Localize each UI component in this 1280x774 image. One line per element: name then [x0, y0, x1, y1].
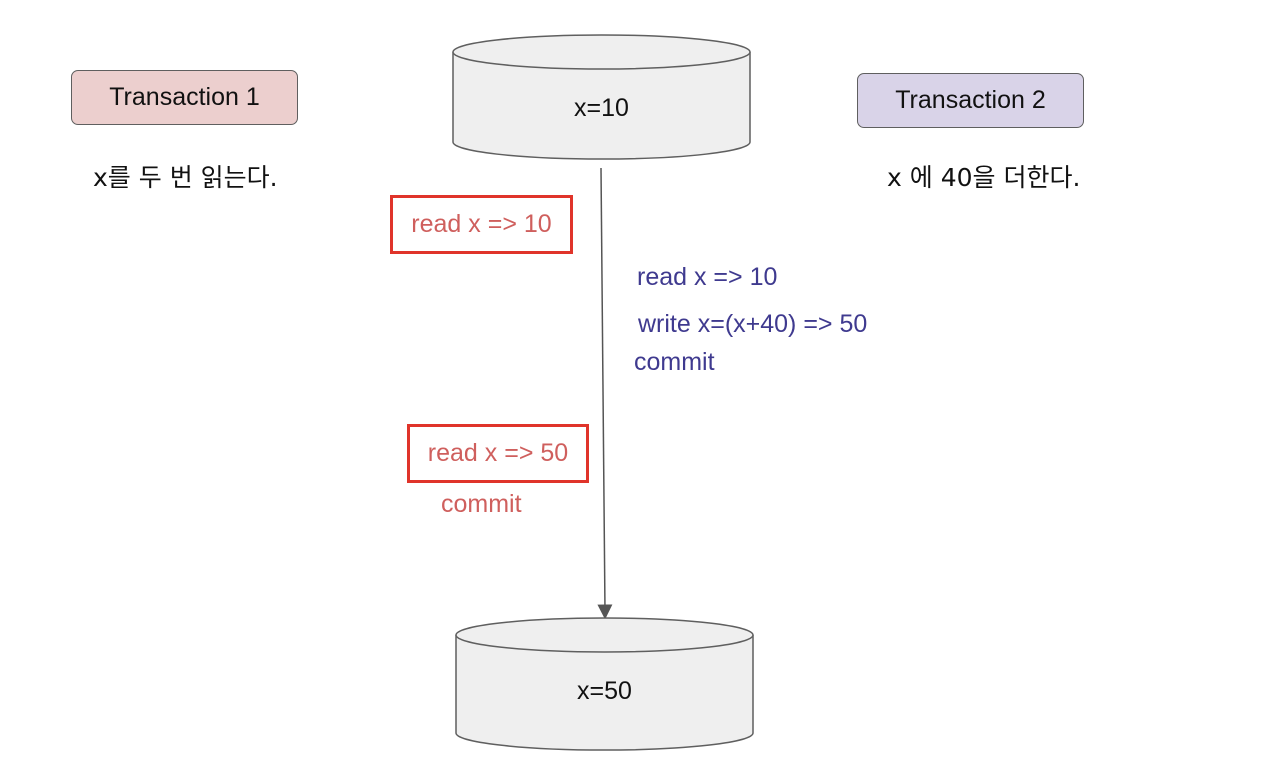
timeline-arrow [597, 167, 613, 620]
transaction1-commit: commit [441, 490, 522, 518]
transaction1-description: x를 두 번 읽는다. [93, 163, 278, 192]
database-initial-label: x=10 [574, 94, 629, 122]
transaction1-second-read-highlight: read x => 50 [407, 424, 589, 483]
transaction2-read: read x => 10 [637, 263, 778, 291]
transaction2-write: write x=(x+40) => 50 [638, 310, 868, 338]
transaction2-box: Transaction 2 [857, 73, 1084, 128]
transaction2-title: Transaction 2 [895, 86, 1046, 114]
transaction1-box: Transaction 1 [71, 70, 298, 125]
transaction1-first-read-highlight: read x => 10 [390, 195, 573, 254]
database-final-cylinder [455, 617, 754, 751]
transaction1-first-read: read x => 10 [411, 210, 552, 238]
transaction1-title: Transaction 1 [109, 83, 260, 111]
transaction2-commit: commit [634, 348, 715, 376]
transaction2-description: x 에 40을 더한다. [887, 163, 1081, 192]
database-initial-cylinder [452, 34, 751, 160]
transaction1-second-read: read x => 50 [427, 439, 569, 467]
database-final-label: x=50 [577, 677, 632, 705]
